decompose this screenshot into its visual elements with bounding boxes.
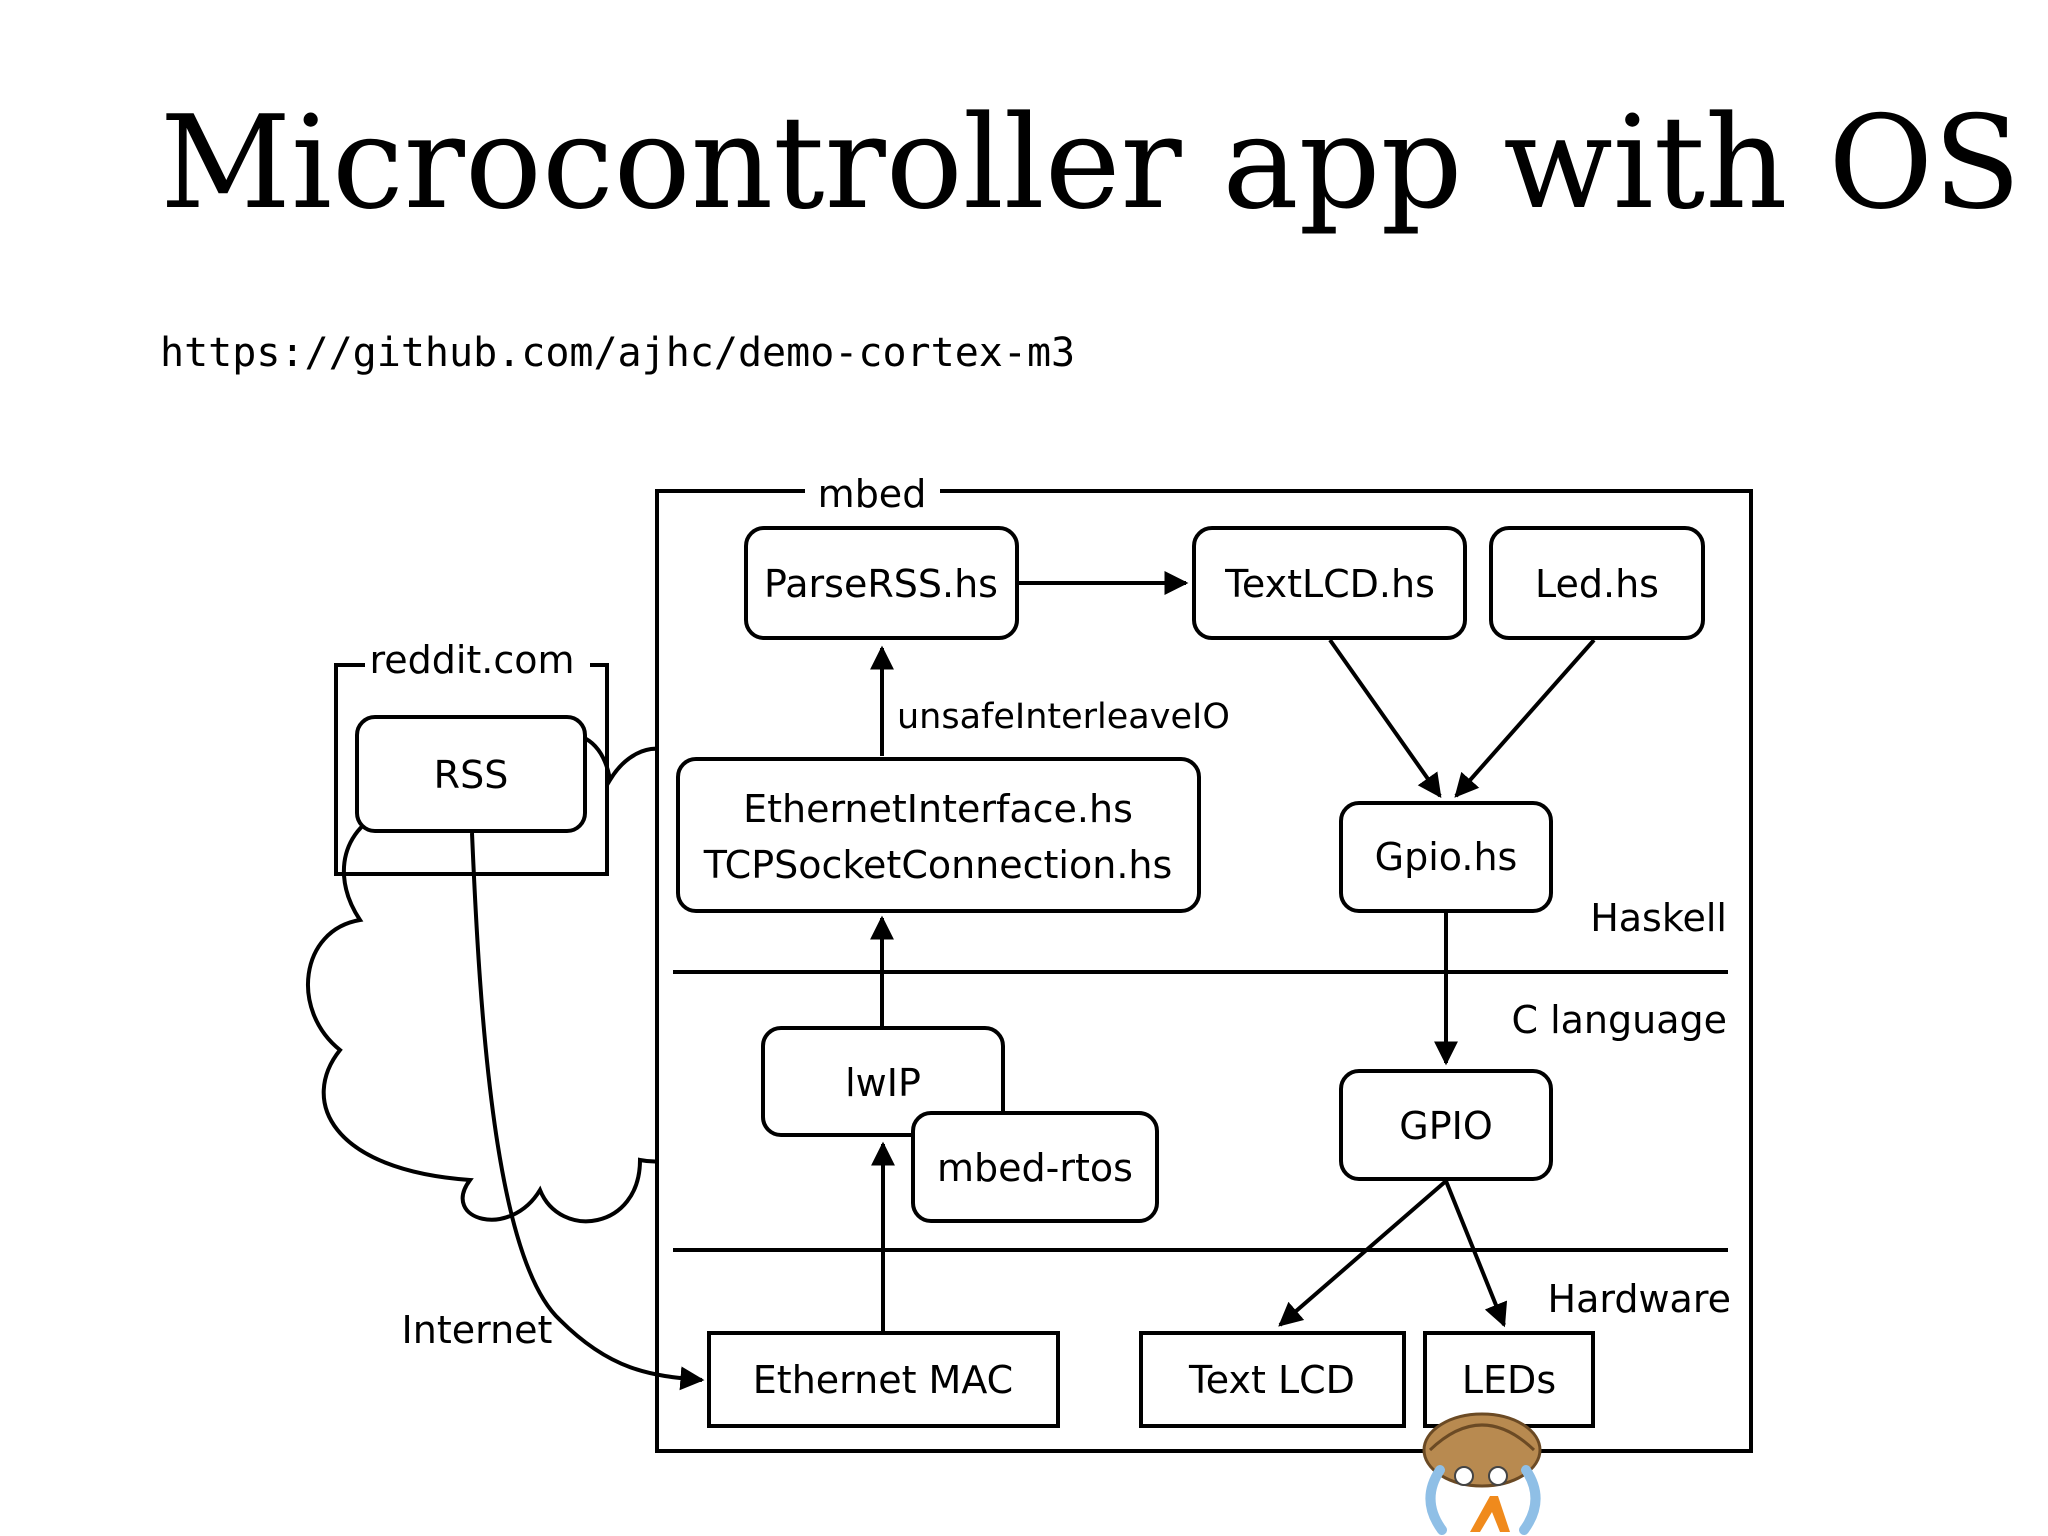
node-text-lcd-label: Text LCD <box>1188 1358 1355 1402</box>
ajhc-hermit-crab-icon <box>1422 1412 1542 1535</box>
node-lwip-label: lwIP <box>845 1061 921 1105</box>
node-gpio-c: GPIO <box>1339 1069 1553 1181</box>
edge-textlcd-to-gpio <box>1328 638 1442 798</box>
node-mbed-rtos: mbed-rtos <box>911 1111 1159 1223</box>
node-parse-rss-label: ParseRSS.hs <box>764 562 998 606</box>
node-led-hs: Led.hs <box>1489 526 1705 640</box>
node-text-lcd: Text LCD <box>1139 1331 1406 1428</box>
node-leds-label: LEDs <box>1462 1358 1556 1402</box>
node-gpio-c-label: GPIO <box>1399 1104 1492 1148</box>
internet-label: Internet <box>402 1308 553 1352</box>
edge-label-unsafe-interleave: unsafeInterleaveIO <box>897 697 1230 737</box>
mbed-label: mbed <box>818 472 927 516</box>
node-lwip: lwIP <box>761 1026 1005 1137</box>
edge-gpio-to-leds <box>1444 1180 1508 1328</box>
node-ethernet-interface-line1: EthernetInterface.hs <box>743 787 1133 831</box>
layer-hardware-label: Hardware <box>1548 1277 1731 1321</box>
node-gpio-hs: Gpio.hs <box>1339 801 1553 913</box>
reddit-frame: reddit.com <box>334 638 609 876</box>
edge-led-to-gpio <box>1454 638 1596 798</box>
node-gpio-hs-label: Gpio.hs <box>1375 835 1518 879</box>
page-title: Microcontroller app with OS <box>160 89 2021 238</box>
node-ethernet-mac: Ethernet MAC <box>707 1331 1060 1428</box>
node-ethernet-interface: EthernetInterface.hs TCPSocketConnection… <box>676 757 1201 913</box>
node-ethernet-interface-line2: TCPSocketConnection.hs <box>703 843 1173 887</box>
node-rss-label: RSS <box>434 753 509 797</box>
node-ethernet-mac-label: Ethernet MAC <box>753 1358 1013 1402</box>
layer-haskell-label: Haskell <box>1590 896 1727 940</box>
reddit-label: reddit.com <box>369 638 574 682</box>
node-leds: LEDs <box>1423 1331 1595 1428</box>
node-mbed-rtos-label: mbed-rtos <box>937 1146 1133 1190</box>
node-text-lcd-hs: TextLCD.hs <box>1192 526 1467 640</box>
layer-c-language-label: C language <box>1511 998 1727 1042</box>
edges <box>470 571 1596 1391</box>
node-rss: RSS <box>355 715 587 833</box>
edge-gpio-to-textlcd <box>1278 1179 1448 1327</box>
node-led-hs-label: Led.hs <box>1535 562 1659 606</box>
repo-url: https://github.com/ajhc/demo-cortex-m3 <box>160 330 1076 376</box>
edge-rss-to-mac <box>470 832 705 1391</box>
node-text-lcd-hs-label: TextLCD.hs <box>1224 562 1435 606</box>
node-parse-rss: ParseRSS.hs <box>744 526 1019 640</box>
